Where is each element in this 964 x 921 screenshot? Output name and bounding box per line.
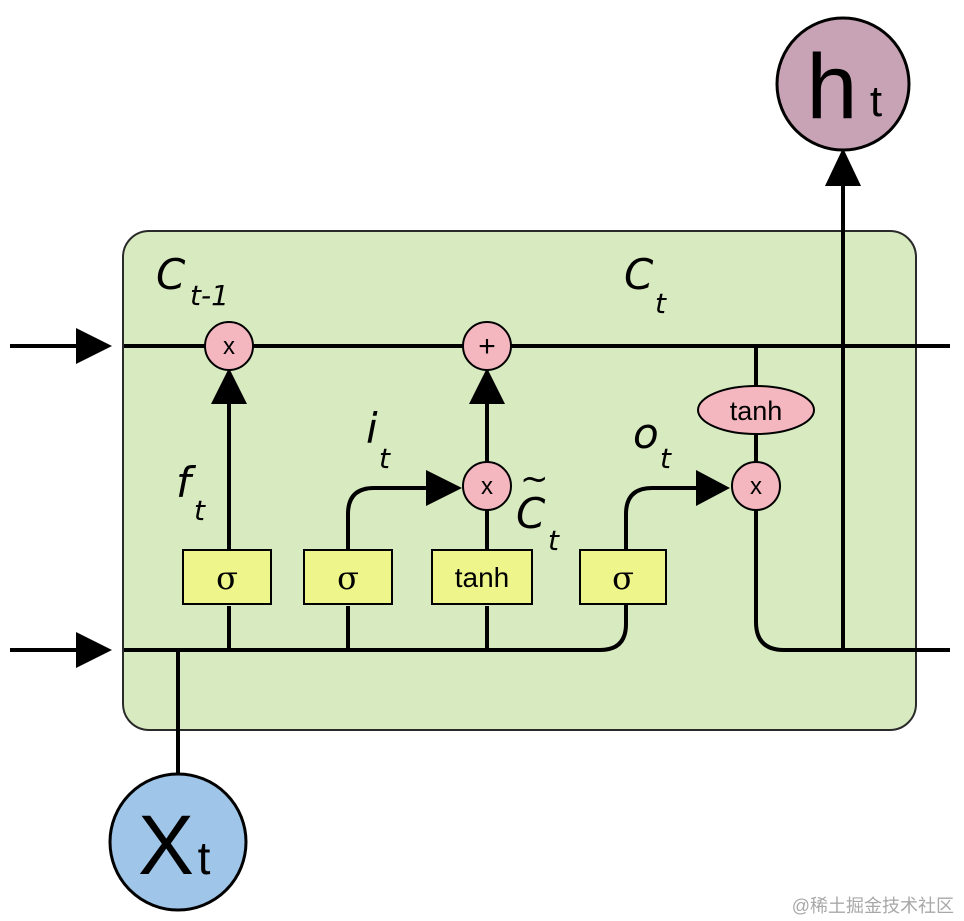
input-gate-label: σ (337, 559, 359, 597)
input-node: X t (108, 772, 248, 912)
output-gate-output-line (624, 486, 700, 550)
input-gate-output-line (346, 486, 430, 550)
output-gate: σ (579, 549, 667, 605)
input-node-sub: t (198, 832, 211, 884)
c-tilde-main: C (516, 489, 546, 538)
add-symbol: + (478, 330, 496, 363)
c-t-sub: t (655, 287, 667, 320)
candidate-gate: tanh (431, 549, 533, 605)
input-node-main: X (138, 798, 194, 892)
c-tilde-sub: t (548, 524, 560, 557)
input-gate: σ (303, 549, 393, 605)
hidden-state-input-arrow (76, 632, 112, 668)
c-prev-sub: t-1 (190, 279, 229, 312)
forget-arrow (211, 368, 247, 404)
c-tilde-mark: ~ (520, 459, 549, 499)
c-t-label: C t (624, 250, 667, 320)
forget-mult-node: x (204, 321, 254, 371)
input-arrow (426, 470, 462, 506)
cell-state-input-arrow (76, 328, 112, 364)
forget-gate-label: σ (216, 559, 238, 597)
candidate-gate-label: tanh (455, 562, 510, 593)
add-node: + (462, 321, 512, 371)
forget-mult-symbol: x (223, 333, 235, 360)
tanh-out-node: tanh (697, 385, 815, 435)
i-t-sub: t (379, 442, 391, 475)
lstm-cell (122, 230, 917, 731)
output-gate-label: σ (612, 559, 634, 597)
output-mult-node: x (731, 461, 781, 511)
i-t-main: i (366, 404, 378, 453)
i-t-label: i t (366, 404, 391, 475)
o-t-label: o t (633, 409, 672, 475)
input-mult-node: x (462, 461, 512, 511)
output-node-main: h (806, 36, 857, 138)
tanh-out-label: tanh (730, 396, 783, 426)
o-t-main: o (633, 409, 659, 458)
add-arrow (469, 368, 505, 404)
input-mult-symbol: x (481, 473, 493, 500)
c-prev-label: C t-1 (156, 250, 229, 312)
output-mult-symbol: x (750, 473, 762, 500)
f-t-sub: t (194, 494, 206, 527)
output-node: h t (775, 16, 911, 152)
c-t-main: C (624, 250, 654, 299)
h-output-arrow (825, 148, 861, 186)
c-tilde-label: ~ C t (516, 459, 560, 557)
output-node-sub: t (870, 77, 882, 126)
output-arrow (696, 470, 730, 506)
watermark: @稀土掘金技术社区 (792, 896, 954, 916)
mult-to-hidden-line (754, 508, 830, 652)
forget-gate: σ (182, 549, 272, 605)
c-prev-main: C (156, 250, 186, 299)
o-t-sub: t (660, 442, 672, 475)
